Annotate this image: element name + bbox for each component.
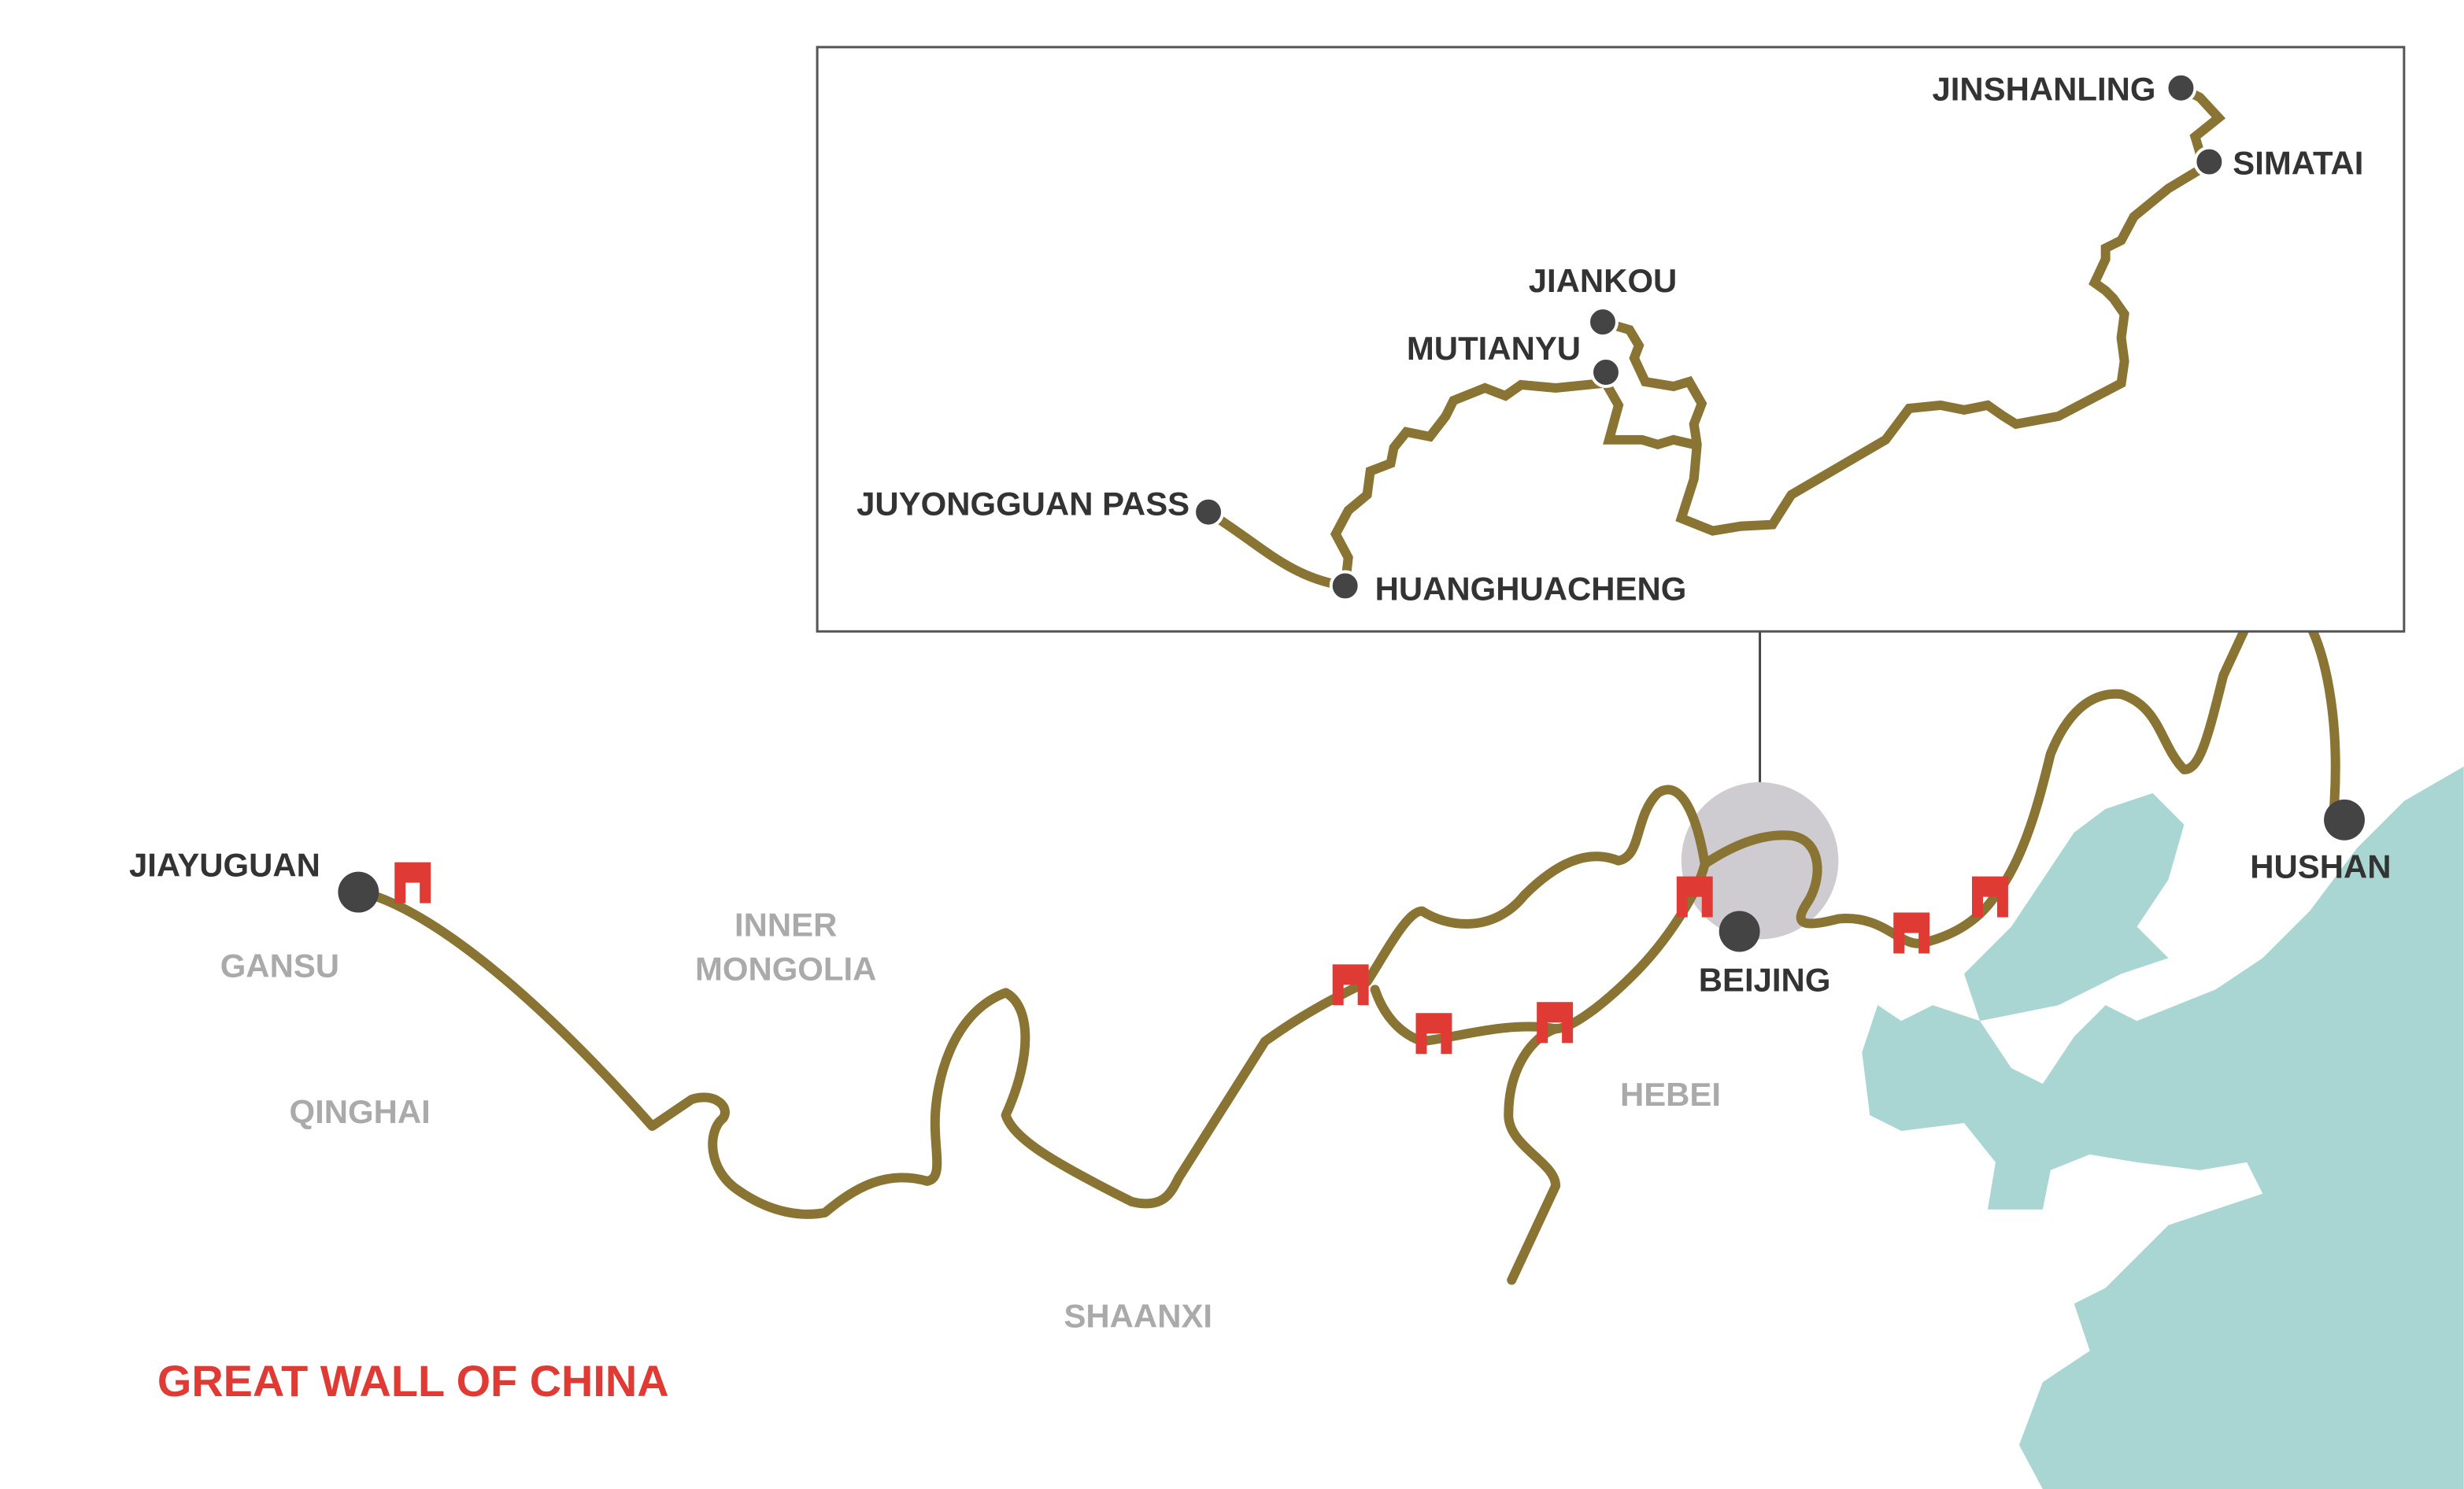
inset-panel: JINSHANLING SIMATAI JIANKOU MUTIANYU JUY… [816,46,2406,633]
label-shaanxi: SHAANXI [1064,1297,1212,1334]
label-jinshanling: JINSHANLING [1932,71,2155,108]
jinshanling-dot[interactable] [2165,72,2197,104]
label-simatai: SIMATAI [2233,145,2363,182]
label-qinghai: QINGHAI [290,1093,431,1130]
gate-icon [1415,1013,1452,1055]
label-jiankou: JIANKOU [1529,262,1678,299]
jiayuguan-dot[interactable] [338,871,379,913]
label-juyongguan: JUYONGGUAN PASS [856,486,1189,523]
label-beijing: BEIJING [1699,961,1831,998]
inset-wall-path-3 [1601,380,1696,450]
inset-wall-path-2 [1601,87,2226,536]
gate-icons [394,862,2008,1055]
simatai-dot[interactable] [2193,146,2225,178]
label-hushan: HUSHAN [2250,848,2391,885]
label-inner-mongolia-line1: INNER [734,906,837,943]
label-huanghuacheng: HUANGHUACHENG [1375,570,1687,607]
label-mutianyu: MUTIANYU [1407,330,1581,367]
great-wall-path-south [1504,1024,1561,1285]
beijing-highlight-circle [1681,781,1839,940]
gate-icon [394,862,431,903]
juyongguan-dot[interactable] [1193,496,1225,528]
great-wall-path-east [2308,626,2340,822]
huanghuacheng-dot[interactable] [1329,570,1361,602]
gate-icon [1893,912,1930,954]
map-title: GREAT WALL OF CHINA [157,1356,669,1406]
label-jiayuguan: JIAYUGUAN [129,847,320,884]
label-inner-mongolia-line2: MONGOLIA [695,950,876,987]
mutianyu-dot[interactable] [1590,357,1622,388]
hushan-dot[interactable] [2324,799,2365,841]
label-hebei: HEBEI [1620,1076,1721,1113]
great-wall-path [357,626,2249,1219]
beijing-dot[interactable] [1719,911,1760,952]
label-gansu: GANSU [220,947,339,984]
gate-icon [1537,1002,1574,1044]
sea-area [1862,766,2464,1489]
jiankou-dot[interactable] [1587,306,1619,338]
